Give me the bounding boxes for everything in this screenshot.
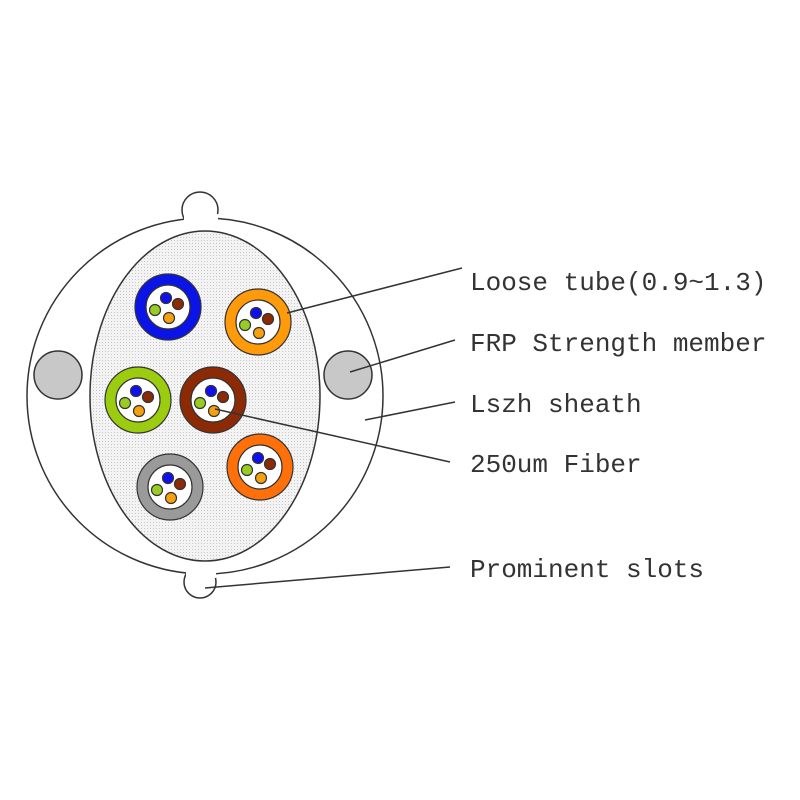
loose-tube — [134, 273, 202, 341]
fiber-green — [118, 396, 132, 410]
fiber-brown — [173, 477, 187, 491]
leader-frp — [349, 339, 456, 373]
leader-loose-tube — [286, 267, 463, 314]
fiber-blue — [129, 384, 143, 398]
fiber-blue — [204, 384, 218, 398]
tube-interior — [145, 284, 191, 330]
tube-interior — [147, 464, 193, 510]
loose-tube — [104, 366, 172, 434]
fiber-blue — [159, 291, 173, 305]
frp-strength-member-left — [33, 350, 83, 400]
fiber-green — [238, 318, 252, 332]
fiber-orange — [164, 491, 178, 505]
fiber-orange — [207, 404, 221, 418]
label-loose-tube: Loose tube(0.9~1.3) — [470, 268, 766, 298]
fiber-orange — [254, 471, 268, 485]
fiber-brown — [141, 390, 155, 404]
fiber-blue — [249, 306, 263, 320]
fiber-brown — [261, 312, 275, 326]
fiber-blue — [251, 451, 265, 465]
leader-sheath — [364, 401, 456, 421]
fiber-green — [148, 303, 162, 317]
leader-lines — [204, 267, 463, 589]
fiber-brown — [216, 390, 230, 404]
label-frp: FRP Strength member — [470, 329, 766, 359]
fiber-blue — [161, 471, 175, 485]
loose-tube — [179, 366, 247, 434]
loose-tube — [224, 288, 292, 356]
tube-interior — [115, 377, 161, 423]
loose-tube — [226, 433, 294, 501]
label-fiber: 250um Fiber — [470, 450, 642, 480]
fiber-green — [150, 483, 164, 497]
fiber-orange — [252, 326, 266, 340]
fiber-brown — [171, 297, 185, 311]
tube-interior — [235, 299, 281, 345]
tube-interior — [237, 444, 283, 490]
frp-strength-member-right — [323, 350, 373, 400]
label-sheath: Lszh sheath — [470, 390, 642, 420]
fiber-green — [240, 463, 254, 477]
loose-tubes — [104, 273, 294, 521]
fiber-green — [193, 396, 207, 410]
leader-fiber — [214, 408, 451, 463]
label-slots: Prominent slots — [470, 555, 704, 585]
fiber-orange — [162, 311, 176, 325]
fiber-brown — [263, 457, 277, 471]
leader-slots — [204, 566, 451, 589]
loose-tube — [136, 453, 204, 521]
fiber-orange — [132, 404, 146, 418]
